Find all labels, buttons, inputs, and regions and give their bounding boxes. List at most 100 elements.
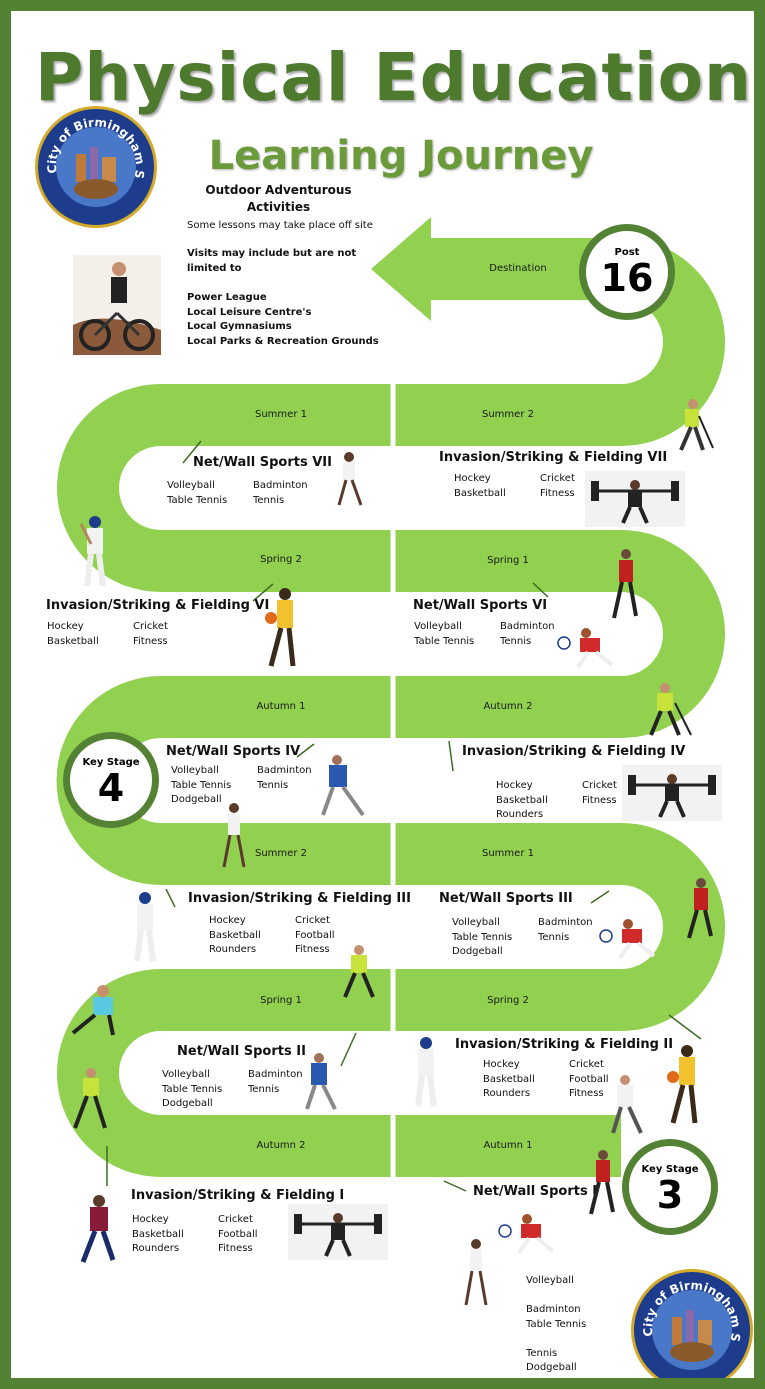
volleyball-dig-photo: [557, 628, 614, 669]
activity-item: Dodgeball: [526, 1362, 577, 1373]
activity-col: Hockey Basketball Rounders: [132, 1214, 184, 1254]
hockey-player-photo: [679, 399, 714, 451]
unit-nw1-activities: Volleyball Badminton Table Tennis Tennis…: [526, 1274, 586, 1376]
outdoor-note: Some lessons may take place off site: [187, 220, 373, 231]
unit-nw4-title: Net/Wall Sports IV: [166, 744, 301, 759]
volleyball-jump2-photo: [687, 878, 713, 939]
label-spring2: Spring 2: [260, 554, 302, 565]
basketball-player-photo: [265, 588, 296, 667]
activity-col: Badminton Tennis: [538, 917, 593, 943]
weightlifter-photo: [585, 471, 685, 527]
visits-heading: Visits may include but are not limited t…: [187, 248, 357, 274]
unit-isf1-activities: Hockey Basketball Rounders Cricket Footb…: [132, 1213, 304, 1257]
volleyball-jump3-photo: [589, 1150, 615, 1215]
unit-isf7-title: Invasion/Striking & Fielding VII: [439, 450, 668, 465]
activity-col: Badminton Tennis: [500, 621, 555, 647]
unit-nw7-title: Net/Wall Sports VII: [193, 455, 332, 470]
unit-isf2-title: Invasion/Striking & Fielding II: [455, 1037, 674, 1052]
badge-ks3-number: 3: [656, 1173, 684, 1217]
unit-nw6-title: Net/Wall Sports VI: [413, 598, 548, 613]
label-autumn1: Autumn 1: [256, 701, 306, 712]
badge-post16: Post 16: [579, 224, 675, 320]
visits-list: Power League Local Leisure Centre's Loca…: [187, 291, 387, 349]
label-summer1: Summer 1: [255, 409, 307, 420]
cyclist-photo: [73, 255, 161, 355]
label-spring1-low: Spring 1: [260, 995, 302, 1006]
badge-ks3-label: Key Stage: [641, 1164, 699, 1175]
activity-col: Cricket Fitness: [540, 473, 575, 499]
activity-col: Cricket Football Fitness: [218, 1214, 258, 1254]
goalkeeper-photo: [71, 985, 115, 1036]
unit-nw7-activities: Volleyball Table Tennis Badminton Tennis: [167, 479, 339, 508]
activity-item: Badminton: [526, 1304, 581, 1315]
school-logo: City of Birmingham School: [35, 106, 157, 228]
visit-item: Local Leisure Centre's: [187, 306, 312, 318]
activity-col: Cricket Football Fitness: [569, 1059, 609, 1099]
unit-isf3-title: Invasion/Striking & Fielding III: [188, 891, 411, 906]
unit-isf6-title: Invasion/Striking & Fielding VI: [46, 598, 270, 613]
badminton-player-photo: [321, 755, 365, 817]
visit-item: Local Parks & Recreation Grounds: [187, 335, 379, 347]
unit-isf4-title: Invasion/Striking & Fielding IV: [462, 744, 686, 759]
activity-col: Badminton Tennis: [253, 480, 308, 506]
footballer-photo: [80, 1195, 116, 1263]
cricketer-photo: [79, 516, 106, 587]
activity-item: Tennis: [526, 1347, 558, 1359]
label-autumn2: Autumn 2: [483, 701, 533, 712]
unit-isf2-activities: Hockey Basketball Rounders Cricket Footb…: [483, 1058, 655, 1102]
label-autumn1-low: Autumn 1: [483, 1140, 533, 1151]
visit-item: Power League: [187, 292, 267, 303]
unit-nw3-activities: Volleyball Table Tennis Dodgeball Badmin…: [452, 916, 624, 960]
badge-ks4-label: Key Stage: [82, 757, 140, 768]
hockey-player4-photo: [73, 1068, 107, 1129]
volleyball-jump-photo: [612, 549, 638, 619]
journey-road: [56, 217, 725, 1192]
unit-isf7-activities: Hockey Basketball Cricket Fitness: [454, 472, 626, 501]
unit-nw3-title: Net/Wall Sports III: [439, 891, 573, 906]
spacer: [526, 1332, 586, 1347]
cricketer2-photo: [134, 892, 156, 962]
label-summer2: Summer 2: [482, 409, 534, 420]
page-subtitle: Learning Journey: [208, 133, 594, 179]
badge-ks3: Key Stage 3: [622, 1139, 718, 1235]
activity-col: Badminton Tennis: [248, 1069, 303, 1095]
tennis-player-photo: [337, 452, 363, 506]
activity-col: Hockey Basketball Rounders: [483, 1059, 535, 1099]
tennis-player2-photo: [222, 803, 246, 868]
activity-col: Volleyball Table Tennis Dodgeball: [452, 917, 513, 957]
cricketer3-photo: [415, 1037, 437, 1107]
activity-col: Cricket Fitness: [133, 621, 168, 647]
unit-isf3-activities: Hockey Basketball Rounders Cricket Footb…: [209, 914, 381, 958]
unit-isf1-title: Invasion/Striking & Fielding I: [131, 1188, 345, 1203]
label-destination: Destination: [489, 263, 547, 274]
badge-ks4: Key Stage 4: [63, 732, 159, 828]
activity-col: Volleyball Table Tennis: [414, 621, 475, 647]
badge-ks4-number: 4: [97, 766, 125, 810]
volleyball-dig2-photo: [599, 919, 656, 960]
basketball-player2-photo: [667, 1045, 698, 1124]
activity-item: Volleyball: [526, 1275, 574, 1286]
activity-col: Badminton Tennis: [257, 765, 312, 791]
weightlifter3-photo: [288, 1204, 388, 1260]
unit-nw4-activities: Volleyball Table Tennis Dodgeball Badmin…: [171, 764, 343, 808]
outdoor-heading: Outdoor Adventurous Activities: [205, 183, 352, 214]
label-spring1: Spring 1: [487, 555, 529, 566]
unit-nw1-title: Net/Wall Sports I: [473, 1184, 598, 1199]
activity-item: Table Tennis: [526, 1318, 587, 1330]
activity-col: Cricket Football Fitness: [295, 915, 335, 955]
rounders-player-photo: [611, 1075, 643, 1134]
activity-col: Hockey Basketball: [47, 621, 99, 647]
unit-nw6-activities: Volleyball Table Tennis Badminton Tennis: [414, 620, 586, 649]
activity-col: Volleyball Table Tennis Dodgeball: [171, 765, 232, 805]
unit-nw2-activities: Volleyball Table Tennis Dodgeball Badmin…: [162, 1068, 334, 1112]
unit-nw2-title: Net/Wall Sports II: [177, 1044, 306, 1059]
badge-post16-number: 16: [600, 256, 654, 300]
hockey-player3-photo: [343, 945, 375, 998]
weightlifter2-photo: [622, 765, 722, 821]
label-spring2-low: Spring 2: [487, 995, 529, 1006]
unit-isf4-activities: Hockey Basketball Rounders Cricket Fitne…: [496, 779, 668, 823]
tennis-player3-photo: [464, 1239, 488, 1306]
badge-post16-label: Post: [614, 247, 640, 258]
activity-col: Cricket Fitness: [582, 780, 617, 806]
